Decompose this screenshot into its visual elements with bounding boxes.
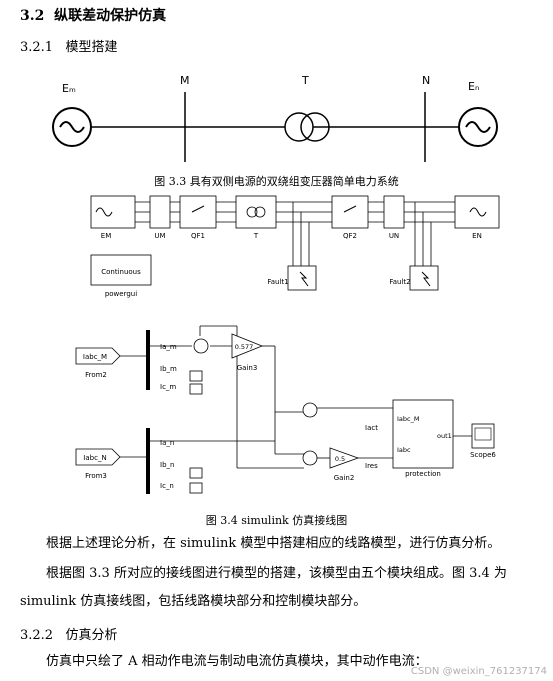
svg-text:Iact: Iact <box>365 424 378 432</box>
svg-text:Iabc_M: Iabc_M <box>397 415 419 423</box>
simulink-power-circuit: EM UM QF1 T QF2 UN EN Fault1 Fault2 Cont… <box>90 195 500 298</box>
svg-text:Ic_m: Ic_m <box>160 383 176 391</box>
section-heading: 3.2 纵联差动保护仿真 <box>20 8 167 24</box>
block-from3 <box>75 448 121 466</box>
paragraph-2: 根据图 3.3 所对应的接线图进行模型的搭建，该模型由五个模块组成。图 3.4 … <box>20 566 507 609</box>
label-em: Eₘ <box>62 82 76 95</box>
block-from2 <box>75 347 121 365</box>
subsection-heading-model: 3.2.1 模型搭建 <box>20 40 118 55</box>
svg-text:0.577: 0.577 <box>235 343 254 351</box>
label-en: Eₙ <box>468 80 479 93</box>
svg-text:Ia_n: Ia_n <box>160 439 174 447</box>
label-t: T <box>301 74 309 87</box>
svg-text:Continuous: Continuous <box>101 268 141 276</box>
demux-m <box>146 330 150 390</box>
block-protection <box>392 399 454 469</box>
block-en <box>454 195 500 229</box>
svg-text:Ia_m: Ia_m <box>160 343 177 351</box>
block-qf1 <box>179 195 217 229</box>
svg-text:Gain3: Gain3 <box>237 364 258 372</box>
svg-text:T: T <box>253 232 259 240</box>
svg-text:Ib_n: Ib_n <box>160 461 174 469</box>
label-m: M <box>180 74 190 87</box>
svg-text:Fault2: Fault2 <box>389 278 410 286</box>
sum-block-1 <box>193 338 209 354</box>
svg-text:QF2: QF2 <box>343 232 357 240</box>
svg-text:Ib_m: Ib_m <box>160 365 177 373</box>
svg-text:From3: From3 <box>85 472 107 480</box>
block-powergui <box>90 254 152 286</box>
figure-3-3-single-line-diagram: Eₘ M T N Eₙ <box>52 74 498 162</box>
figure-3-4-caption: 图 3.4 simulink 仿真接线图 <box>205 514 348 527</box>
demux-n <box>146 428 150 494</box>
block-un <box>383 195 405 229</box>
svg-text:0.5: 0.5 <box>335 455 345 463</box>
svg-text:Iabc_N: Iabc_N <box>83 454 106 462</box>
svg-text:From2: From2 <box>85 371 107 379</box>
svg-text:UM: UM <box>154 232 165 240</box>
svg-text:QF1: QF1 <box>191 232 205 240</box>
svg-text:Ires: Ires <box>365 462 378 470</box>
figure-3-3-caption: 图 3.3 具有双侧电源的双绕组变压器简单电力系统 <box>154 175 399 188</box>
simulink-control-model: Iabc_M From2 Iabc_N From3 Ia_m Ib_m Ic_m… <box>75 325 496 494</box>
svg-text:UN: UN <box>389 232 399 240</box>
paragraph-1: 根据上述理论分析，在 simulink 模型中搭建相应的线路模型，进行仿真分析。 <box>46 536 501 551</box>
sum-block-2 <box>302 402 318 418</box>
svg-text:powergui: powergui <box>105 290 137 298</box>
transformer-symbol <box>284 112 314 142</box>
watermark: CSDN @weixin_761237174 <box>410 666 547 677</box>
block-t <box>235 195 277 229</box>
svg-text:EN: EN <box>472 232 482 240</box>
svg-text:out1: out1 <box>437 432 452 440</box>
svg-text:Fault1: Fault1 <box>267 278 288 286</box>
svg-text:Ic_n: Ic_n <box>160 482 174 490</box>
block-gain2 <box>329 447 360 469</box>
svg-text:Iabc_M: Iabc_M <box>83 353 107 361</box>
subsection-heading-analysis: 3.2.2 仿真分析 <box>20 628 118 643</box>
block-gain3 <box>231 333 264 359</box>
svg-text:Gain2: Gain2 <box>334 474 355 482</box>
paragraph-3: 仿真中只绘了 A 相动作电流与制动电流仿真模块，其中动作电流： <box>46 654 428 669</box>
svg-text:Iabc: Iabc <box>397 446 411 454</box>
label-n: N <box>422 74 430 87</box>
block-um <box>149 195 171 229</box>
sum-block-3 <box>302 450 318 466</box>
svg-text:EM: EM <box>101 232 111 240</box>
block-qf2 <box>331 195 369 229</box>
svg-text:protection: protection <box>405 470 441 478</box>
svg-text:Scope6: Scope6 <box>470 451 496 459</box>
block-em <box>90 195 136 229</box>
